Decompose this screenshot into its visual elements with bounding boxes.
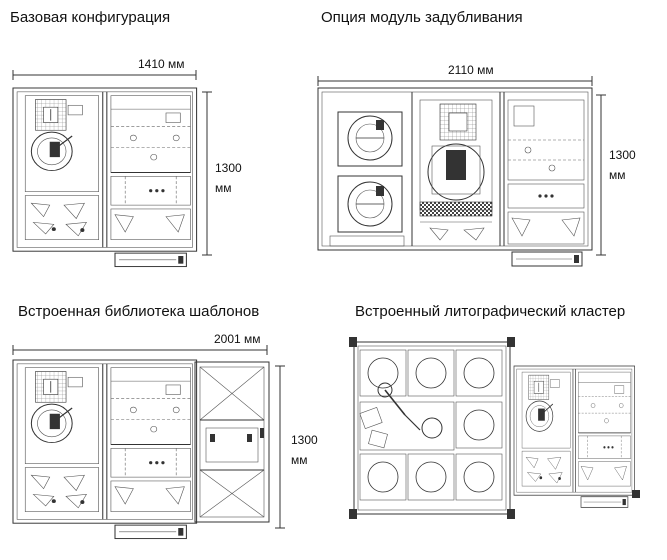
height-label-reticle-library: 1300 мм <box>291 430 318 470</box>
panel-title-base: Базовая конфигурация <box>10 9 171 26</box>
drawing-reticle-library <box>12 345 285 540</box>
height-unit-hardbake: мм <box>609 168 626 182</box>
height-label-base: 1300 мм <box>215 158 242 198</box>
drawing-litho-cluster <box>349 337 640 519</box>
drawing-hardbake-option <box>317 76 606 267</box>
height-label-hardbake: 1300 мм <box>609 145 636 185</box>
height-value-reticle-library: 1300 <box>291 433 318 447</box>
height-value-base: 1300 <box>215 161 242 175</box>
height-unit-reticle-library: мм <box>291 453 308 467</box>
height-value-hardbake: 1300 <box>609 148 636 162</box>
panel-title-hardbake: Опция модуль задубливания <box>321 9 523 26</box>
height-unit-base: мм <box>215 181 232 195</box>
width-label-base: 1410 мм <box>138 57 185 71</box>
panel-title-reticle-library: Встроенная библиотека шаблонов <box>18 303 260 320</box>
width-label-hardbake: 2110 мм <box>448 63 494 77</box>
panel-title-litho-cluster: Встроенный литографический кластер <box>355 303 626 320</box>
width-label-reticle-library: 2001 мм <box>214 332 261 346</box>
drawing-base-configuration <box>12 70 212 268</box>
